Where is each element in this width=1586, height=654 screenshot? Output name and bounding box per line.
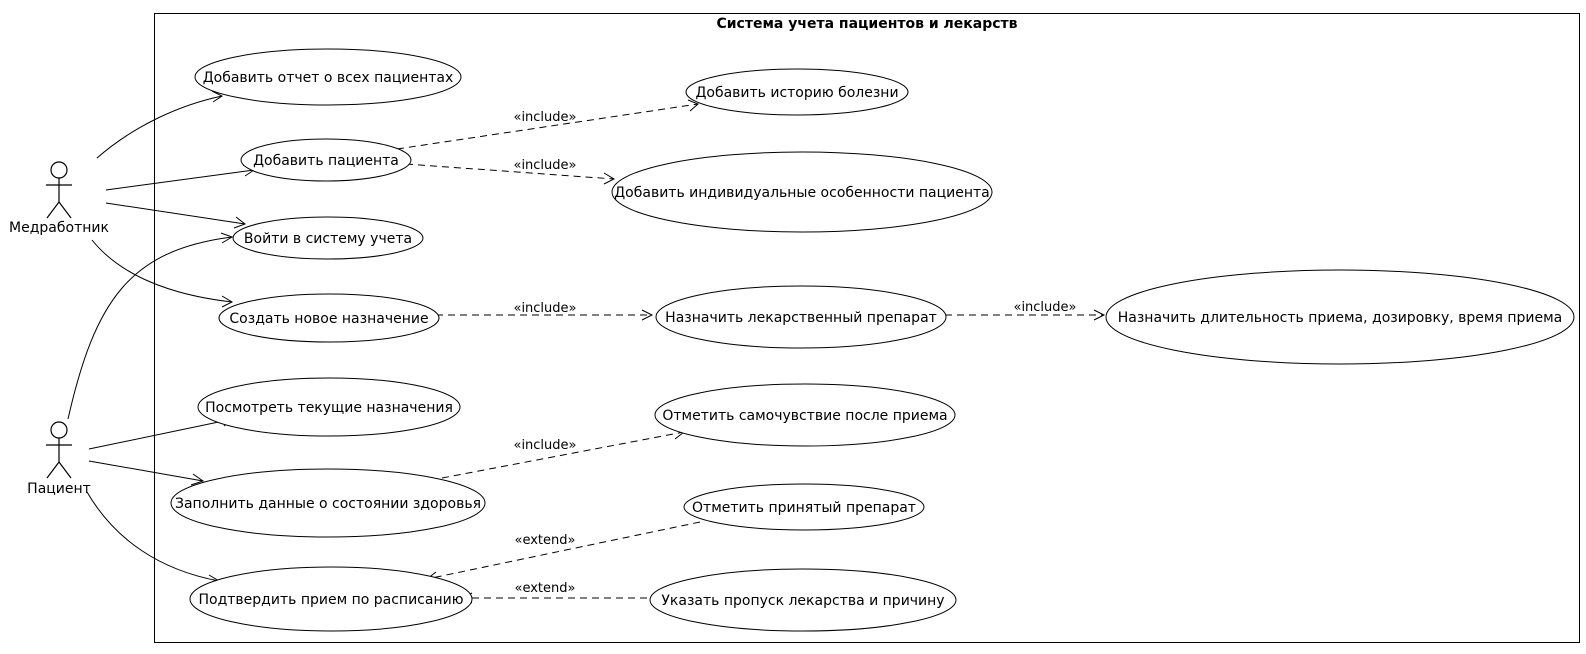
dep-include-add-patient-features (405, 163, 615, 180)
assoc-patient-view-current (88, 418, 234, 450)
use-case-history: Добавить историю болезни (685, 68, 909, 116)
use-case-wellbeing: Отметить самочувствие после приема (654, 383, 956, 447)
use-case-confirm-intake: Подтвердить прием по расписанию (189, 566, 473, 632)
stick-figure-icon (46, 421, 72, 479)
assoc-patient-fill-health (88, 460, 204, 482)
use-case-label: Добавить индивидуальные особенности паци… (614, 185, 990, 201)
use-case-fill-health: Заполнить данные о состоянии здоровья (170, 468, 486, 538)
arrow-head (190, 473, 205, 486)
actor-medworker: Медработник (9, 161, 109, 236)
use-case-label: Добавить отчет о всех пациентах (203, 70, 454, 86)
arrow-head (220, 232, 234, 244)
dep-extend-mark-taken-confirm (426, 521, 701, 580)
use-case-label: Создать новое назначение (229, 311, 428, 327)
use-case-features: Добавить индивидуальные особенности паци… (611, 151, 993, 233)
assoc-medworker-login (105, 202, 246, 225)
extend-label: «extend» (515, 533, 576, 548)
dep-include-add-patient-history (396, 103, 699, 150)
use-case-label: Подтвердить прием по расписанию (199, 592, 464, 608)
arrow-head (211, 90, 223, 103)
arrow-head (221, 295, 234, 308)
use-case-label: Посмотреть текущие назначения (205, 400, 453, 416)
actor-patient: Пациент (27, 421, 91, 497)
assoc-patient-login (67, 236, 233, 420)
arrow-head (687, 99, 699, 112)
system-boundary (154, 13, 1580, 643)
actor-medworker-label: Медработник (9, 220, 109, 236)
use-case-label: Добавить пациента (253, 153, 399, 169)
stick-figure-icon (46, 161, 72, 219)
include-label: «include» (513, 301, 576, 316)
use-case-skip-reason: Указать пропуск лекарства и причину (649, 568, 957, 632)
use-case-assign-drug: Назначить лекарственный препарат (655, 285, 947, 349)
arrow-head (641, 309, 654, 321)
use-case-mark-taken: Отметить принятый препарат (683, 483, 925, 531)
use-case-report: Добавить отчет о всех пациентах (194, 48, 462, 106)
system-title: Система учета пациентов и лекарств (716, 16, 1017, 32)
arrow-head (1093, 309, 1106, 321)
include-label: «include» (513, 110, 576, 125)
assoc-medworker-new-prescription (91, 239, 233, 303)
actor-patient-label: Пациент (27, 481, 91, 497)
use-case-label: Заполнить данные о состоянии здоровья (175, 496, 481, 512)
include-label: «include» (513, 158, 576, 173)
use-case-label: Указать пропуск лекарства и причину (661, 593, 944, 609)
dep-include-fill-health-wellbeing (441, 431, 685, 479)
assoc-medworker-report (96, 95, 223, 159)
extend-label: «extend» (515, 581, 576, 596)
use-case-label: Войти в систему учета (244, 231, 412, 247)
use-case-login: Войти в систему учета (232, 216, 424, 260)
use-case-label: Назначить лекарственный препарат (665, 310, 937, 326)
include-label: «include» (513, 438, 576, 453)
use-case-label: Отметить самочувствие после приема (662, 408, 947, 424)
use-case-view-current: Посмотреть текущие назначения (197, 377, 461, 437)
include-label: «include» (1013, 300, 1076, 315)
use-case-label: Назначить длительность приема, дозировку… (1118, 310, 1562, 326)
arrow-head (233, 216, 247, 229)
use-case-label: Отметить принятый препарат (692, 500, 916, 516)
assoc-patient-confirm-intake (86, 491, 220, 582)
use-case-label: Добавить историю болезни (695, 85, 898, 101)
arrow-head (603, 172, 616, 185)
use-case-duration: Назначить длительность приема, дозировку… (1105, 269, 1575, 365)
assoc-medworker-add-patient (105, 169, 255, 191)
use-case-new-prescription: Создать новое назначение (218, 293, 440, 343)
use-case-add-patient: Добавить пациента (240, 138, 412, 182)
